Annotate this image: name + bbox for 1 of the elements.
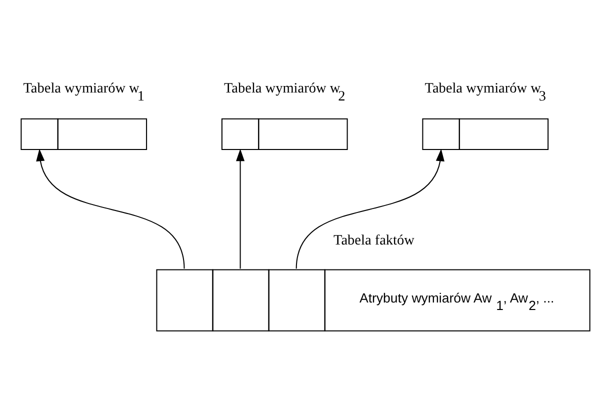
node-label: Tabela faktów — [334, 232, 414, 248]
